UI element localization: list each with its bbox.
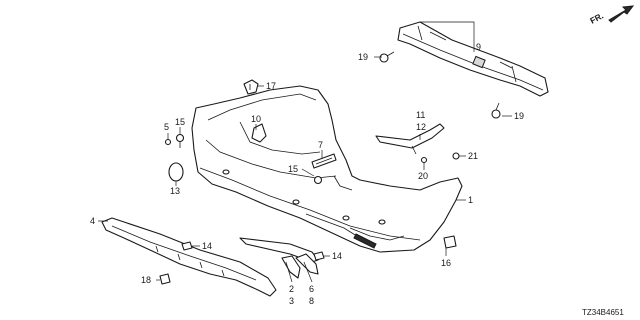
clip-14-right: [313, 251, 325, 261]
clip-20: [420, 156, 428, 164]
callout-21: 21: [468, 151, 478, 161]
callouts: 9 19 19 17 10 15 5 13 7 15 11 12 20 21 1…: [90, 42, 524, 306]
clip-14-left: [181, 241, 193, 251]
callout-1: 1: [468, 195, 473, 205]
callout-14-left: 14: [202, 241, 212, 251]
callout-15-center: 15: [288, 164, 298, 174]
callout-17: 17: [266, 81, 276, 91]
bolt-15-center: [313, 175, 323, 185]
callout-6: 6: [309, 284, 314, 294]
garnish-2-3: [281, 255, 301, 279]
callout-3: 3: [289, 296, 294, 306]
callout-4: 4: [90, 216, 95, 226]
callout-8: 8: [309, 296, 314, 306]
callout-20: 20: [418, 171, 428, 181]
callout-12: 12: [416, 122, 426, 132]
bolt-19-left: [379, 51, 395, 63]
bracket-7: [311, 153, 337, 169]
direction-label: FR.: [588, 11, 605, 26]
leader-lines: [98, 21, 512, 283]
callout-5: 5: [164, 122, 169, 132]
bolt-18: [159, 273, 171, 285]
callout-7: 7: [318, 140, 323, 150]
diagram-code: TZ34B4651: [582, 308, 624, 317]
clip-17: [243, 79, 259, 95]
callout-18: 18: [141, 275, 151, 285]
bolt-21: [452, 152, 460, 160]
callout-13: 13: [170, 186, 180, 196]
callout-9: 9: [476, 42, 481, 52]
bracket-10: [251, 123, 267, 143]
callout-2: 2: [289, 284, 294, 294]
bolt-19-right: [491, 102, 501, 119]
part-13: [168, 162, 184, 182]
front-direction-arrow: FR.: [588, 5, 635, 26]
callout-15-left: 15: [175, 117, 185, 127]
bolt-15-left: [175, 133, 185, 148]
callout-14-right: 14: [332, 251, 342, 261]
callout-19-right: 19: [514, 111, 524, 121]
bracket-11-12: [375, 123, 445, 155]
lower-diffuser: [101, 217, 277, 297]
callout-16: 16: [441, 258, 451, 268]
callout-11: 11: [416, 110, 425, 120]
callout-19-left: 19: [358, 52, 368, 62]
bumper-beam: [397, 21, 549, 97]
callout-10: 10: [251, 114, 261, 124]
garnish-6-8: [239, 237, 319, 275]
fastener-5: [164, 138, 172, 146]
arrow-icon: [608, 5, 635, 23]
clip-16: [443, 235, 457, 249]
